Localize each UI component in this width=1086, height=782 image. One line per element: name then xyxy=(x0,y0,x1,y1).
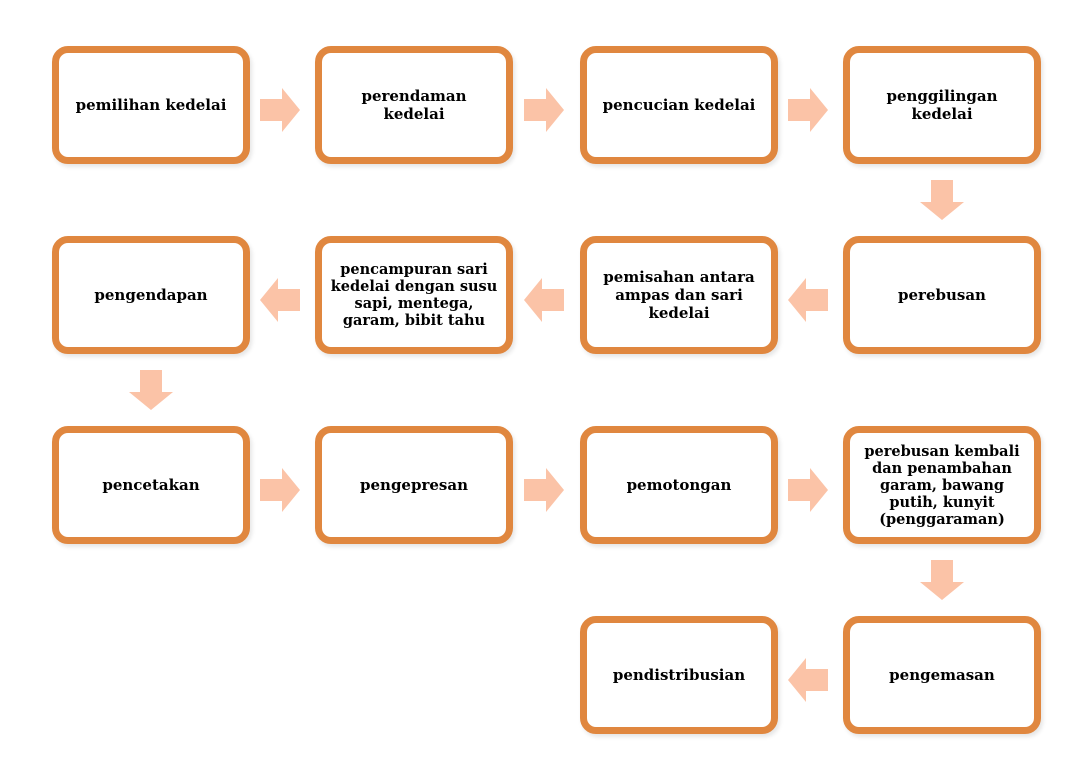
step-label: perebusan kembali dan penambahan garam, … xyxy=(864,442,1020,528)
step-penggilingan-kedelai: penggilingan kedelai xyxy=(843,46,1041,164)
arrow-left-icon xyxy=(788,278,828,322)
step-label: pencetakan xyxy=(102,476,200,494)
arrow-left-icon xyxy=(524,278,564,322)
arrow-down-icon xyxy=(129,370,173,410)
step-pencucian-kedelai: pencucian kedelai xyxy=(580,46,778,164)
arrow-down-icon xyxy=(920,560,964,600)
step-label: pemotongan xyxy=(626,476,732,494)
step-perebusan-kembali-penggaraman: perebusan kembali dan penambahan garam, … xyxy=(843,426,1041,544)
step-pemotongan: pemotongan xyxy=(580,426,778,544)
step-label: pengepresan xyxy=(360,476,468,494)
step-label: pengendapan xyxy=(94,286,208,304)
arrow-right-icon xyxy=(260,468,300,512)
step-label: pemisahan antara ampas dan sari kedelai xyxy=(603,268,755,322)
arrow-right-icon xyxy=(260,88,300,132)
step-pemilihan-kedelai: pemilihan kedelai xyxy=(52,46,250,164)
step-label: pengemasan xyxy=(889,666,995,684)
step-label: penggilingan kedelai xyxy=(886,87,998,123)
step-label: perendaman kedelai xyxy=(361,87,467,123)
step-perebusan: perebusan xyxy=(843,236,1041,354)
step-pemisahan-ampas-sari: pemisahan antara ampas dan sari kedelai xyxy=(580,236,778,354)
step-label: pemilihan kedelai xyxy=(75,96,227,114)
arrow-right-icon xyxy=(524,468,564,512)
step-pengendapan: pengendapan xyxy=(52,236,250,354)
step-label: perebusan xyxy=(898,286,986,304)
step-perendaman-kedelai: perendaman kedelai xyxy=(315,46,513,164)
step-label: pencampuran sari kedelai dengan susu sap… xyxy=(330,261,498,329)
step-pencampuran-sari-kedelai: pencampuran sari kedelai dengan susu sap… xyxy=(315,236,513,354)
arrow-right-icon xyxy=(788,468,828,512)
step-label: pencucian kedelai xyxy=(602,96,756,114)
step-pengemasan: pengemasan xyxy=(843,616,1041,734)
step-pencetakan: pencetakan xyxy=(52,426,250,544)
arrow-right-icon xyxy=(788,88,828,132)
arrow-left-icon xyxy=(260,278,300,322)
arrow-right-icon xyxy=(524,88,564,132)
step-pengepresan: pengepresan xyxy=(315,426,513,544)
arrow-left-icon xyxy=(788,658,828,702)
step-pendistribusian: pendistribusian xyxy=(580,616,778,734)
arrow-down-icon xyxy=(920,180,964,220)
step-label: pendistribusian xyxy=(612,666,746,684)
